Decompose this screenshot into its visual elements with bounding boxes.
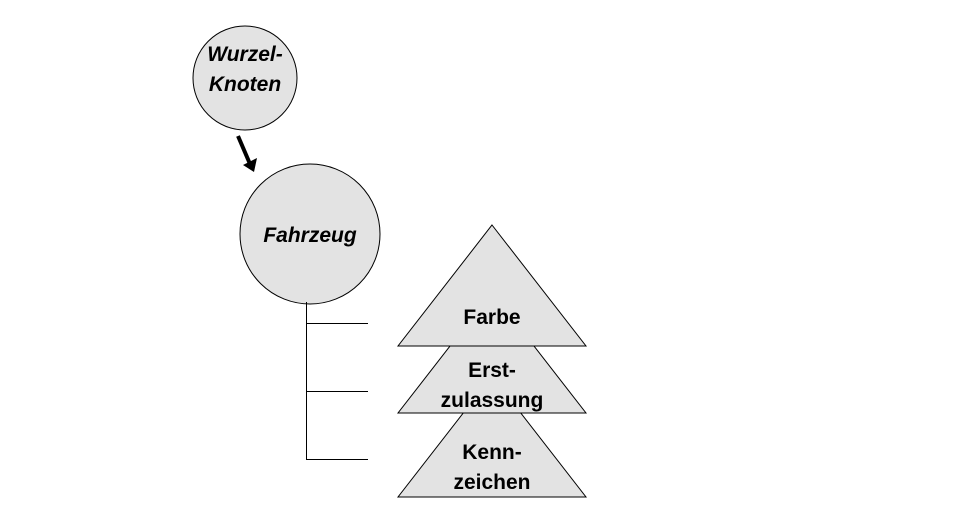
attribute-label-line2: zulassung <box>441 389 544 412</box>
root-node: Wurzel- Knoten <box>192 25 298 131</box>
entity-node-fahrzeug: Fahrzeug <box>239 163 381 305</box>
arrow-head-icon <box>243 158 257 172</box>
root-label-line2: Knoten <box>209 73 281 96</box>
attribute-erstzulassung: Erst- zulassung <box>396 291 588 414</box>
attribute-label: Farbe <box>463 306 520 329</box>
root-label-line1: Wurzel- <box>207 43 282 66</box>
arrow-root-to-entity <box>236 135 252 165</box>
attribute-label-line1: Erst- <box>468 359 516 382</box>
attribute-label-line1: Kenn- <box>462 441 522 464</box>
attribute-label-line2: zeichen <box>453 471 530 494</box>
connector-lines <box>306 302 368 460</box>
attribute-kennzeichen: Kenn- zeichen <box>396 375 588 498</box>
attribute-farbe: Farbe <box>396 224 588 347</box>
entity-label: Fahrzeug <box>263 224 357 247</box>
